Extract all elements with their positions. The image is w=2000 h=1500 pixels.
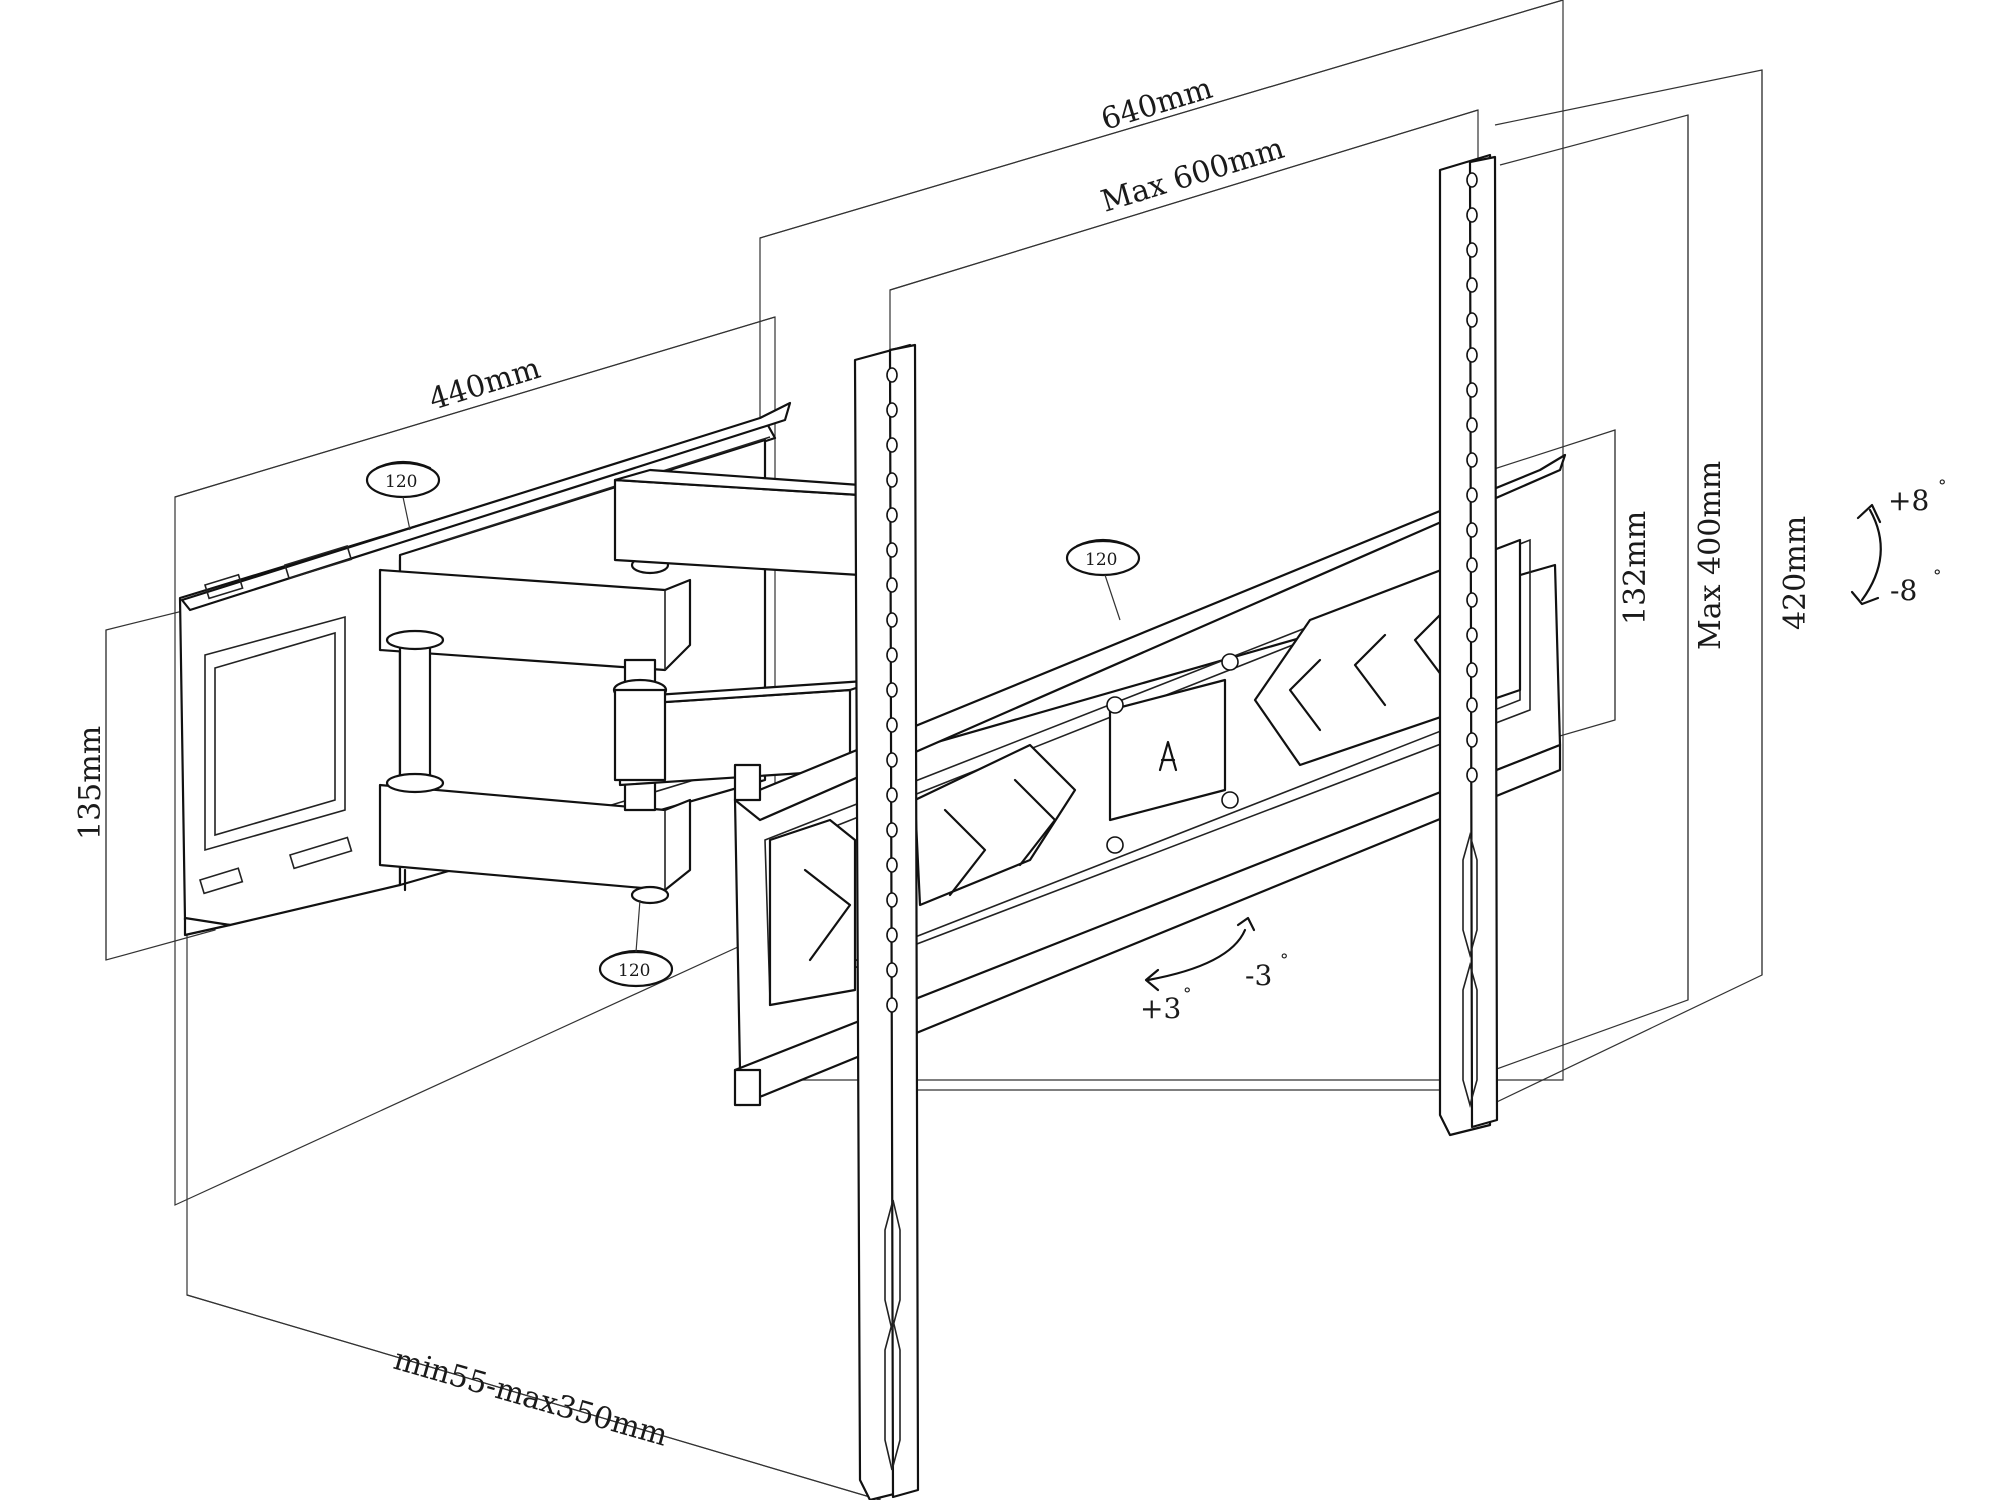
- tilt-up-label: +8: [1888, 484, 1929, 517]
- rail-hole: [1466, 557, 1478, 573]
- tilt-indicator: +8 ° -8 °: [1850, 477, 1947, 607]
- rail-hole: [1466, 627, 1478, 643]
- rail-hole: [886, 997, 898, 1013]
- label-arm-height: 132mm: [1618, 511, 1653, 625]
- rail-hole: [886, 717, 898, 733]
- level-minus-label: -3: [1245, 959, 1272, 992]
- swivel-badge-bracket-value: 120: [1085, 550, 1117, 570]
- rail-hole: [886, 577, 898, 593]
- swivel-badge-arm-value: 120: [618, 961, 650, 981]
- rail-hole: [886, 647, 898, 663]
- rail-hole: [1466, 767, 1478, 783]
- rail-hole: [886, 962, 898, 978]
- rail-hole: [1466, 522, 1478, 538]
- dimension-lines: [105, 0, 1763, 1500]
- tilt-down-unit: °: [1933, 567, 1942, 587]
- rail-hole: [886, 367, 898, 383]
- label-total-width: 640mm: [1097, 71, 1216, 138]
- rail-hole: [1466, 592, 1478, 608]
- rail-hole: [886, 857, 898, 873]
- rail-hole: [886, 752, 898, 768]
- label-total-height: 420mm: [1778, 516, 1813, 630]
- level-indicator: +3 ° -3 °: [1140, 916, 1289, 1025]
- rail-hole: [886, 927, 898, 943]
- rail-hole: [886, 682, 898, 698]
- label-max-height: Max 400mm: [1693, 461, 1728, 650]
- rail-hole: [886, 822, 898, 838]
- rail-hole: [1466, 207, 1478, 223]
- swing-arms: [378, 468, 882, 905]
- rail-hole: [1466, 277, 1478, 293]
- tv-rail-left: [853, 343, 920, 1500]
- tv-rail-right: [1438, 153, 1499, 1137]
- swivel-badge-arm: 120: [598, 899, 674, 988]
- level-plus-unit: °: [1183, 985, 1192, 1005]
- level-plus-label: +3: [1140, 992, 1181, 1025]
- rail-hole: [1466, 452, 1478, 468]
- rail-hole: [886, 787, 898, 803]
- swivel-badge-bracket: 120: [1065, 538, 1141, 621]
- rail-hole: [886, 472, 898, 488]
- swivel-badge-wall: 120: [365, 460, 441, 531]
- rail-hole: [886, 612, 898, 628]
- rail-hole: [886, 507, 898, 523]
- label-max-width: Max 600mm: [1097, 131, 1288, 220]
- rail-hole: [1466, 697, 1478, 713]
- rail-hole: [886, 402, 898, 418]
- tilt-up-unit: °: [1938, 477, 1947, 497]
- rail-hole: [1466, 382, 1478, 398]
- rail-hole: [1466, 347, 1478, 363]
- rail-hole: [1466, 172, 1478, 188]
- level-minus-unit: °: [1280, 951, 1289, 971]
- rail-hole: [1466, 732, 1478, 748]
- tv-crossbar: [733, 453, 1567, 1107]
- rail-hole: [886, 437, 898, 453]
- label-wall-plate-width: 440mm: [425, 351, 544, 418]
- rail-hole: [1466, 487, 1478, 503]
- label-wall-plate-height: 135mm: [73, 726, 108, 840]
- rail-hole: [1466, 417, 1478, 433]
- rail-hole: [1466, 312, 1478, 328]
- rail-hole: [886, 542, 898, 558]
- rail-hole: [1466, 242, 1478, 258]
- tilt-down-label: -8: [1890, 574, 1917, 607]
- rail-hole: [886, 892, 898, 908]
- swivel-badge-wall-value: 120: [385, 472, 417, 492]
- label-extension: min55-max350mm: [390, 1342, 672, 1454]
- rail-hole: [1466, 662, 1478, 678]
